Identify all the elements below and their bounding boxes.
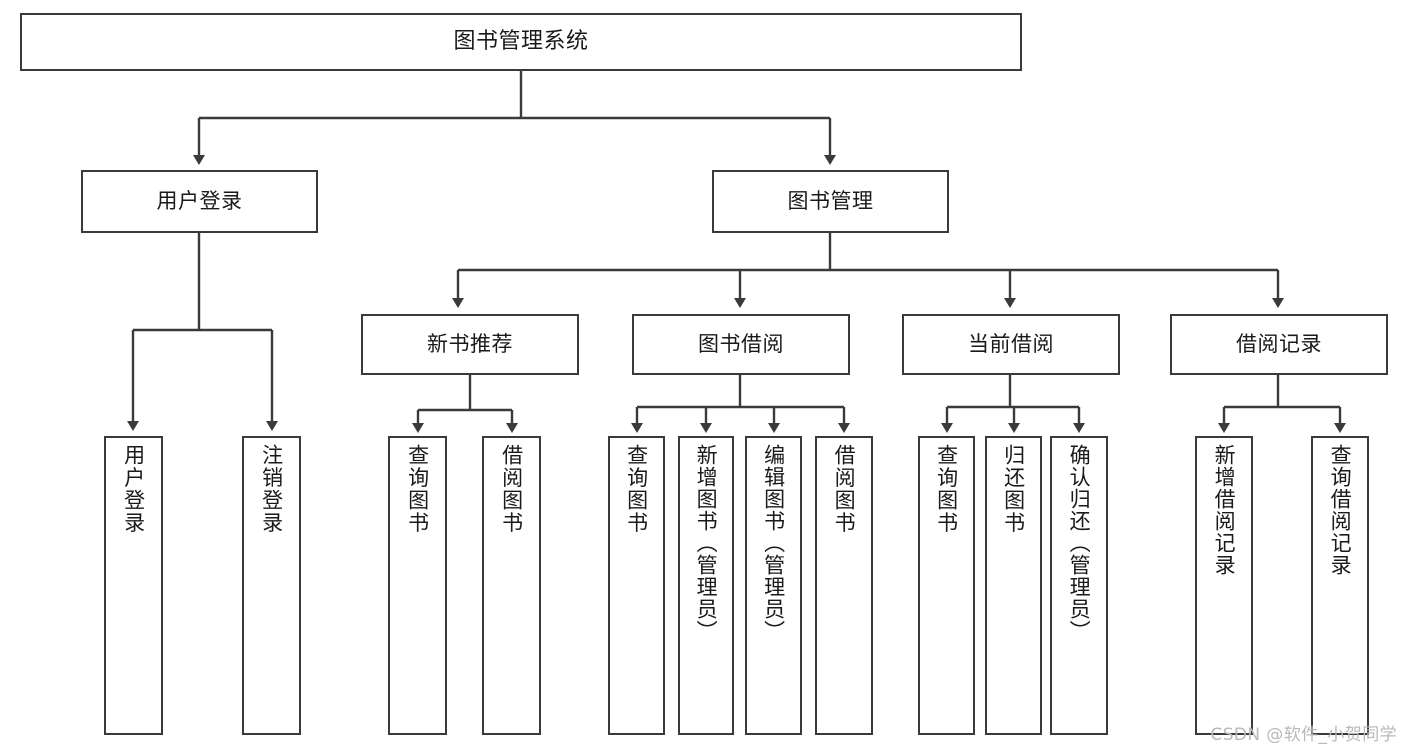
- leaf-add-book-admin[interactable]: 新增图书（管理员）: [678, 436, 734, 735]
- node-label: 借阅图书: [832, 444, 857, 534]
- node-label: 图书管理: [787, 189, 874, 214]
- leaf-confirm-return-admin[interactable]: 确认归还（管理员）: [1050, 436, 1108, 735]
- node-label: 图书管理系统: [453, 29, 589, 55]
- leaf-query-book-borrow[interactable]: 查询图书: [608, 436, 665, 735]
- node-book-manage[interactable]: 图书管理: [712, 170, 949, 233]
- node-label: 用户登录: [121, 444, 146, 534]
- leaf-return-book[interactable]: 归还图书: [985, 436, 1042, 735]
- leaf-query-book-current[interactable]: 查询图书: [918, 436, 975, 735]
- node-book-borrow[interactable]: 图书借阅: [632, 314, 850, 375]
- leaf-edit-book-admin[interactable]: 编辑图书（管理员）: [745, 436, 802, 735]
- watermark-text: CSDN @软件_小贺同学: [1210, 725, 1397, 745]
- node-label: 新增借阅记录: [1212, 444, 1237, 576]
- node-label: 用户登录: [156, 189, 243, 214]
- leaf-add-borrow-record[interactable]: 新增借阅记录: [1195, 436, 1253, 735]
- leaf-logout-login[interactable]: 注销登录: [242, 436, 301, 735]
- node-label: 借阅记录: [1236, 332, 1322, 357]
- node-label: 查询借阅记录: [1328, 444, 1353, 576]
- leaf-query-book-recommend[interactable]: 查询图书: [388, 436, 447, 735]
- leaf-borrow-book-recommend[interactable]: 借阅图书: [482, 436, 541, 735]
- node-label: 当前借阅: [968, 332, 1054, 357]
- leaf-borrow-book[interactable]: 借阅图书: [815, 436, 873, 735]
- node-label: 确认归还（管理员）: [1067, 444, 1092, 642]
- node-label: 借阅图书: [499, 444, 524, 534]
- node-new-book-recommend[interactable]: 新书推荐: [361, 314, 579, 375]
- node-borrow-record[interactable]: 借阅记录: [1170, 314, 1388, 375]
- node-label: 图书借阅: [698, 332, 784, 357]
- leaf-query-borrow-record[interactable]: 查询借阅记录: [1311, 436, 1369, 735]
- node-label: 编辑图书（管理员）: [761, 444, 786, 642]
- node-label: 新书推荐: [427, 332, 513, 357]
- node-label: 注销登录: [259, 444, 284, 534]
- leaf-user-login[interactable]: 用户登录: [104, 436, 163, 735]
- node-label: 新增图书（管理员）: [694, 444, 719, 642]
- node-root-system[interactable]: 图书管理系统: [20, 13, 1022, 71]
- node-label: 查询图书: [624, 444, 649, 534]
- node-label: 查询图书: [405, 444, 430, 534]
- node-label: 查询图书: [934, 444, 959, 534]
- node-user-login[interactable]: 用户登录: [81, 170, 318, 233]
- node-current-borrow[interactable]: 当前借阅: [902, 314, 1120, 375]
- node-label: 归还图书: [1001, 444, 1026, 534]
